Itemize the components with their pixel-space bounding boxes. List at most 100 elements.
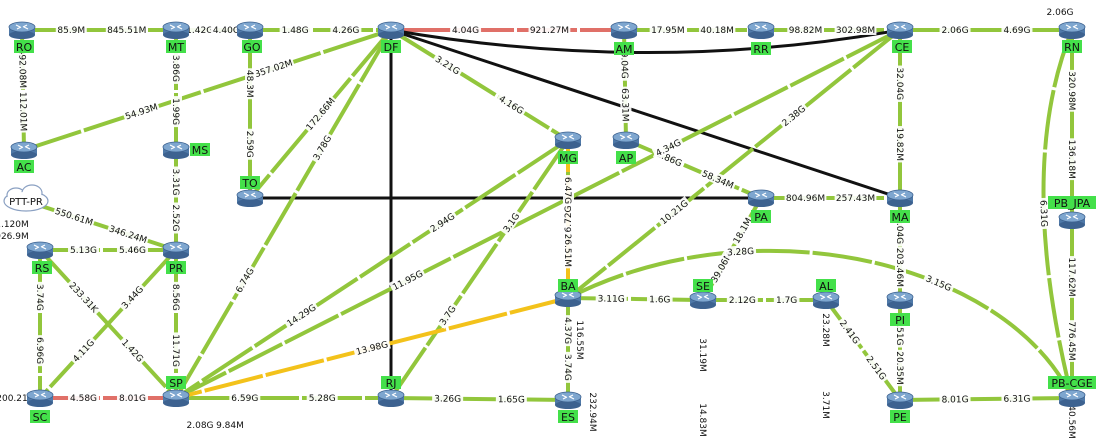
node-am[interactable]: AM (610, 21, 638, 56)
node-sc[interactable]: SC (26, 389, 54, 424)
link-traffic-value: 11.95G (391, 269, 425, 293)
link-traffic-label: 3.28G (724, 244, 757, 258)
link-rj-es[interactable] (390, 396, 569, 402)
link-traffic-value: 6.72G (564, 205, 574, 232)
node-rn[interactable]: RN (1058, 21, 1086, 54)
link-traffic-value: 4.58G (70, 394, 97, 404)
node-pe[interactable]: PE (886, 391, 914, 424)
node-ba[interactable]: BA (554, 279, 582, 307)
link-traffic-label: 3.78G (309, 131, 335, 164)
link-traffic-label: 2.06G (939, 24, 971, 36)
node-sp[interactable]: SP (162, 376, 190, 407)
node-pb-jpa[interactable]: PB_JPA (1048, 196, 1096, 229)
link-df-sp[interactable] (174, 28, 393, 400)
node-ap[interactable]: AP (612, 131, 640, 165)
node-mg[interactable]: MG (554, 131, 582, 165)
link-traffic-label: 17.95M (649, 24, 687, 36)
link-traffic-value: 2.12G (729, 296, 756, 306)
link-traffic-label: 85.9M (55, 24, 87, 36)
node-rr[interactable]: RR (747, 21, 775, 56)
node-ro[interactable]: RO (8, 21, 36, 54)
link-traffic-value: 302.98M (836, 26, 875, 36)
node-df[interactable]: DF (377, 21, 405, 54)
svg-text:200.21: 200.21 (0, 394, 28, 404)
link-ba-se[interactable] (567, 296, 704, 302)
svg-text:23.28M: 23.28M (820, 313, 830, 347)
link-traffic-label: 1.6G (646, 293, 673, 306)
link-traffic-label: 3.26G (432, 392, 464, 405)
link-traffic-value: 4.40G (213, 26, 240, 36)
link-traffic-label: 40.18M (698, 24, 736, 36)
link-traffic-label: 6.31G (1001, 392, 1033, 405)
link-traffic-value: 1.42G (186, 26, 213, 36)
link-ac-df[interactable] (23, 28, 392, 152)
router-icon (162, 389, 190, 407)
link-traffic-label: 4.69G (1001, 24, 1033, 36)
edge-traffic-label: 31.19M (697, 336, 709, 374)
link-mg-sp[interactable] (174, 138, 570, 400)
node-pi[interactable]: PI (886, 291, 914, 327)
node-pb-cge[interactable]: PB-CGE (1048, 376, 1096, 407)
link-traffic-label: 1.42G (118, 335, 148, 366)
node-ce[interactable]: CE (886, 21, 914, 54)
link-traffic-value: 3.74G (562, 354, 572, 381)
node-label: PA (754, 211, 768, 224)
link-traffic-value: 136.18M (1066, 140, 1076, 179)
link-traffic-label: 6.74G (231, 263, 257, 297)
link-traffic-value: 8.56G (170, 284, 180, 311)
link-traffic-value: 492.08M (16, 49, 27, 88)
node-ma[interactable]: MA (886, 189, 914, 224)
link-traffic-label: 58.34M (699, 166, 737, 192)
router-icon (377, 21, 405, 39)
node-al[interactable]: AL (812, 279, 840, 309)
node-mt[interactable]: MT (162, 21, 190, 54)
link-ce-ba[interactable] (566, 28, 902, 300)
link-df-mg[interactable] (389, 28, 570, 142)
node-se[interactable]: SE (689, 279, 717, 309)
link-ptt_pr-pr[interactable] (25, 199, 177, 252)
link-ce-sp[interactable] (175, 28, 901, 400)
link-traffic-value: 3.51G (894, 318, 904, 345)
link-traffic-label: 1.42G (184, 24, 216, 36)
link-traffic-value: 2.52G (170, 204, 180, 231)
link-df-ma[interactable] (390, 28, 901, 200)
router-icon (26, 241, 54, 259)
edge-traffic-label: 232.94M (587, 391, 599, 433)
node-label: RN (1064, 41, 1080, 54)
edge-traffic-label: 116.55M (574, 319, 586, 361)
router-icon (1058, 21, 1086, 39)
node-to[interactable]: TO (236, 176, 264, 207)
node-rs[interactable]: RS (26, 241, 54, 275)
router-icon (689, 291, 717, 309)
router-icon (236, 21, 264, 39)
node-ms[interactable]: MS (162, 141, 210, 159)
node-pr[interactable]: PR (162, 241, 190, 275)
link-pe-pb_cge[interactable] (899, 396, 1073, 402)
edge-traffic-label: 3.71M (820, 389, 832, 421)
link-traffic-value: 1.7G (776, 296, 797, 306)
node-rj[interactable]: RJ (377, 376, 405, 407)
node-ptt-pr[interactable]: PTT-PR (3, 184, 49, 212)
link-traffic-label: 6.31G (1037, 197, 1051, 230)
link-mg-rj[interactable] (389, 138, 570, 400)
link-traffic-value: 6.96G (34, 337, 44, 364)
node-ac[interactable]: AC (10, 141, 38, 174)
router-icon (886, 189, 914, 207)
node-es[interactable]: ES (554, 391, 582, 424)
node-pa[interactable]: PA (747, 189, 775, 224)
link-pr-sc[interactable] (38, 248, 178, 400)
node-label: AL (819, 280, 834, 293)
link-df-ce[interactable] (390, 28, 901, 54)
link-traffic-label: 20.35M (894, 349, 906, 387)
link-traffic-label: 8.01G (939, 393, 971, 406)
link-ba-pb_cge[interactable] (567, 248, 1074, 399)
link-ap-pa[interactable] (625, 138, 762, 200)
link-rn-pb_cge[interactable] (1041, 29, 1074, 399)
link-traffic-value: 6.31G (1037, 200, 1048, 227)
node-go[interactable]: GO (236, 21, 264, 54)
node-label: MG (559, 152, 577, 165)
link-al-pe[interactable] (824, 298, 902, 402)
link-traffic-value: 11.71G (170, 334, 180, 367)
link-traffic-label: 2.59G (244, 128, 256, 160)
